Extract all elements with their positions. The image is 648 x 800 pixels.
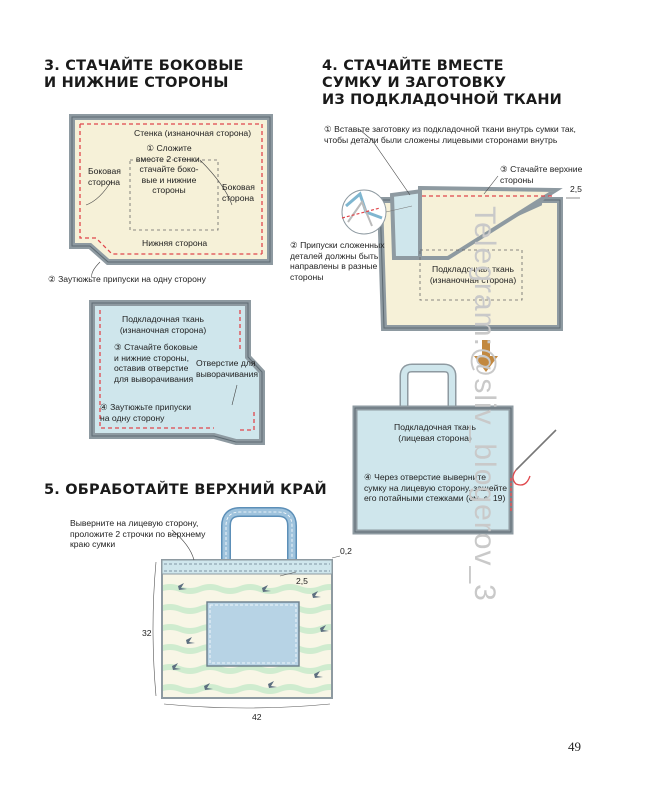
arrow-down-icon [474,340,498,372]
opening-line1: Отверстие для [196,358,256,368]
allow-line2: деталей должны быть [290,250,379,261]
allowance-note: ② Припуски сложенных деталей должны быть… [290,240,385,282]
lining-sew-line2: и нижние стороны, [114,352,189,363]
lining-wrong-line2: (изнаночная сторона) [429,274,517,285]
opening-label: Отверстие для выворачивания [196,358,258,379]
lining-title: Подкладочная ткань (изнаночная сторона) [108,314,218,335]
side-left-line1: Боковая [88,166,121,176]
outer-wall-text: Стенка (изнаночная сторона) [134,128,252,138]
fold-line2: вместе 2 стенки, [135,153,203,164]
fold-instruction: ① Сложите вместе 2 стенки, стачайте боко… [124,143,214,196]
watermark: Telegram:@sliv_blogerov_3 [468,206,501,602]
step5-heading: 5. ОБРАБОТАЙТЕ ВЕРХНИЙ КРАЙ [44,482,327,499]
step5-heading-text: 5. ОБРАБОТАЙТЕ ВЕРХНИЙ КРАЙ [44,482,327,498]
lining-sew-line1: ③ Стачайте боковые [114,342,198,352]
opening-line2: выворачивания [196,368,259,379]
step4-turned-bag [352,363,514,535]
topstitch-line3: краю сумки [70,539,116,549]
step3-heading: 3. СТАЧАЙТЕ БОКОВЫЕ И НИЖНИЕ СТОРОНЫ [44,58,244,92]
lining-title-line1: Подкладочная ткань [122,314,204,324]
insert-line1: ① Вставьте заготовку из подкладочной тка… [324,124,576,134]
dim-mid-label: 2,5 [296,576,308,587]
side-right-line2: сторона [222,192,254,203]
lining-iron-line2: на одну сторону [100,412,165,423]
lining-sew-note: ③ Стачайте боковые и нижние стороны, ост… [114,342,198,384]
fold-line1: ① Сложите [146,143,192,153]
outer-wall-label: Стенка (изнаночная сторона) [134,128,252,139]
sew-top-line1: ③ Стачайте верхние [500,164,583,174]
lining-wrong-side-label: Подкладочная ткань (изнаночная сторона) [418,264,528,285]
step4-heading-line1: 4. СТАЧАЙТЕ ВМЕСТЕ [322,58,504,74]
step3-outer-panel [69,114,273,279]
insert-instruction: ① Вставьте заготовку из подкладочной тка… [324,124,576,145]
topstitch-line2: проложите 2 строчки по верхнему [70,528,206,539]
allow-line4: стороны [290,271,324,282]
bird-icon [172,583,329,690]
turn-line1: ④ Через отверстие выверните [364,472,486,482]
side-right-label: Боковая сторона [222,182,255,203]
allow-line1: ② Припуски сложенных [290,240,385,250]
width-text: 42 [252,712,262,722]
sew-top-line2: стороны [500,174,534,185]
dim-mid-text: 2,5 [296,576,308,586]
allow-line3: направлены в разные [290,261,378,271]
step3-heading-line2: И НИЖНИЕ СТОРОНЫ [44,75,229,91]
fold-line4: вые и нижние [141,174,197,185]
side-left-line2: сторона [88,176,120,187]
lining-title-line2: (изнаночная сторона) [119,324,207,335]
outer-iron-note: ② Заутюжьте припуски на одну сторону [48,274,206,285]
fold-line3: стачайте боко- [139,164,199,174]
measure-text: 2,5 [570,184,582,194]
turn-line3: его потайными стежками (см. с. 19) [364,493,506,503]
dim-top-text: 0,2 [340,546,352,556]
lining-iron-line1: ④ Заутюжьте припуски [100,402,192,412]
turn-out-note: ④ Через отверстие выверните сумку на лиц… [364,472,507,504]
step3-heading-line1: 3. СТАЧАЙТЕ БОКОВЫЕ [44,58,244,74]
dim-top-label: 0,2 [340,546,352,557]
step4-heading-line3: ИЗ ПОДКЛАДОЧНОЙ ТКАНИ [322,92,563,108]
page-number: 49 [568,739,581,754]
outer-iron-text: ② Заутюжьте припуски на одну сторону [48,274,206,284]
step4-insert-diagram [341,129,580,331]
lining-face-line2: (лицевая сторона) [398,432,472,443]
sew-top-note: ③ Стачайте верхние стороны [500,164,582,185]
width-label: 42 [252,712,262,723]
side-left-label: Боковая сторона [88,166,121,187]
insert-line2: чтобы детали были сложены лицевыми сторо… [324,134,558,145]
bottom-label: Нижняя сторона [142,238,207,249]
fold-line5: стороны [152,185,186,195]
step3-lining-panel [89,300,265,445]
height-text: 32 [142,628,152,638]
needle-icon [512,429,557,486]
turn-line2: сумку на лицевую сторону, зашейте [364,482,508,493]
side-right-line1: Боковая [222,182,255,192]
height-label: 32 [142,628,152,639]
lining-face-line1: Подкладочная ткань [394,422,476,432]
step4-heading-line2: СУМКУ И ЗАГОТОВКУ [322,75,507,91]
step5-finished-bag [152,507,341,709]
measure-label: 2,5 [570,184,582,195]
lining-sew-line4: для выворачивания [114,373,194,384]
topstitch-line1: Выверните на лицевую сторону, [70,518,199,528]
bottom-text: Нижняя сторона [142,238,208,248]
lining-sew-line3: оставив отверстие [114,363,189,373]
step4-heading: 4. СТАЧАЙТЕ ВМЕСТЕ СУМКУ И ЗАГОТОВКУ ИЗ … [322,58,562,109]
topstitch-note: Выверните на лицевую сторону, проложите … [70,518,205,550]
lining-iron-note: ④ Заутюжьте припуски на одну сторону [100,402,191,423]
lining-face-label: Подкладочная ткань (лицевая сторона) [380,422,490,443]
lining-wrong-line1: Подкладочная ткань [432,264,514,274]
